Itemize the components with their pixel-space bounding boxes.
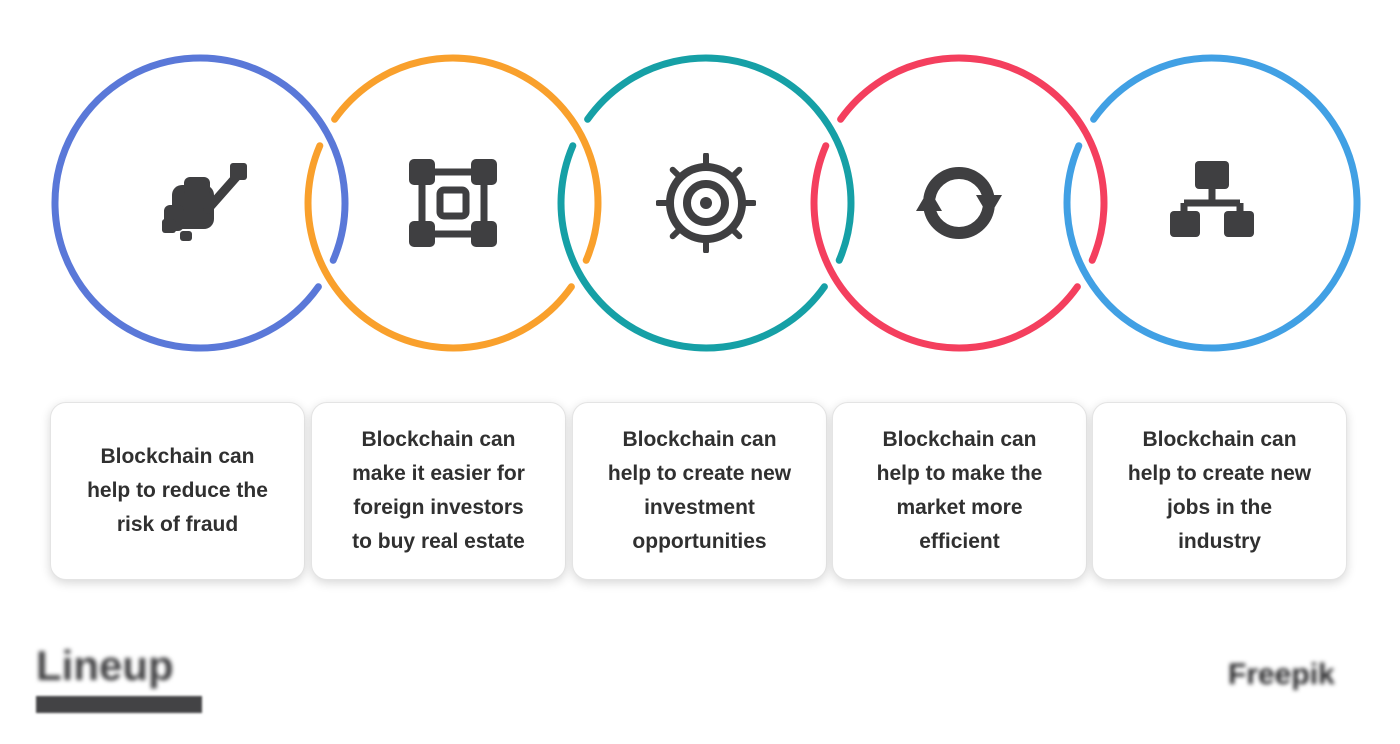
- benefit-text: Blockchain can help to create new invest…: [607, 428, 792, 553]
- benefit-text: Blockchain can help to create new jobs i…: [1127, 428, 1312, 553]
- fraud-risk-icon: [150, 153, 250, 253]
- benefit-text: Blockchain can make it easier for foreig…: [352, 428, 525, 553]
- chain-ring-3: [557, 142, 828, 352]
- benefit-card: Blockchain can help to make the market m…: [832, 402, 1087, 580]
- chain-ring-2: [331, 54, 602, 264]
- benefit-card: Blockchain can make it easier for foreig…: [311, 402, 566, 580]
- chain-ring-4: [810, 142, 1081, 352]
- benefit-card: Blockchain can help to create new jobs i…: [1092, 402, 1347, 580]
- chain-ring-5: [1063, 54, 1361, 352]
- target-icon: [655, 152, 757, 254]
- benefit-text: Blockchain can help to reduce the risk o…: [87, 445, 268, 536]
- watermark-text: Freepik: [1228, 658, 1335, 691]
- brand-wordmark: Lineup: [36, 642, 174, 689]
- chain-ring-1: [51, 54, 349, 352]
- org-chart-icon: [1162, 153, 1262, 253]
- chain-ring-4: [837, 54, 1108, 264]
- benefit-card: Blockchain can help to create new invest…: [572, 402, 827, 580]
- benefit-text: Blockchain can help to make the market m…: [876, 428, 1043, 553]
- chain-ring-2: [304, 142, 575, 352]
- chain-rings: [51, 54, 1361, 352]
- chain-ring-3: [584, 54, 855, 264]
- cycle-arrows-icon: [909, 153, 1009, 253]
- brand-underline-bar: [36, 696, 202, 713]
- benefit-card: Blockchain can help to reduce the risk o…: [50, 402, 305, 580]
- blockchain-cubes-icon: [403, 153, 503, 253]
